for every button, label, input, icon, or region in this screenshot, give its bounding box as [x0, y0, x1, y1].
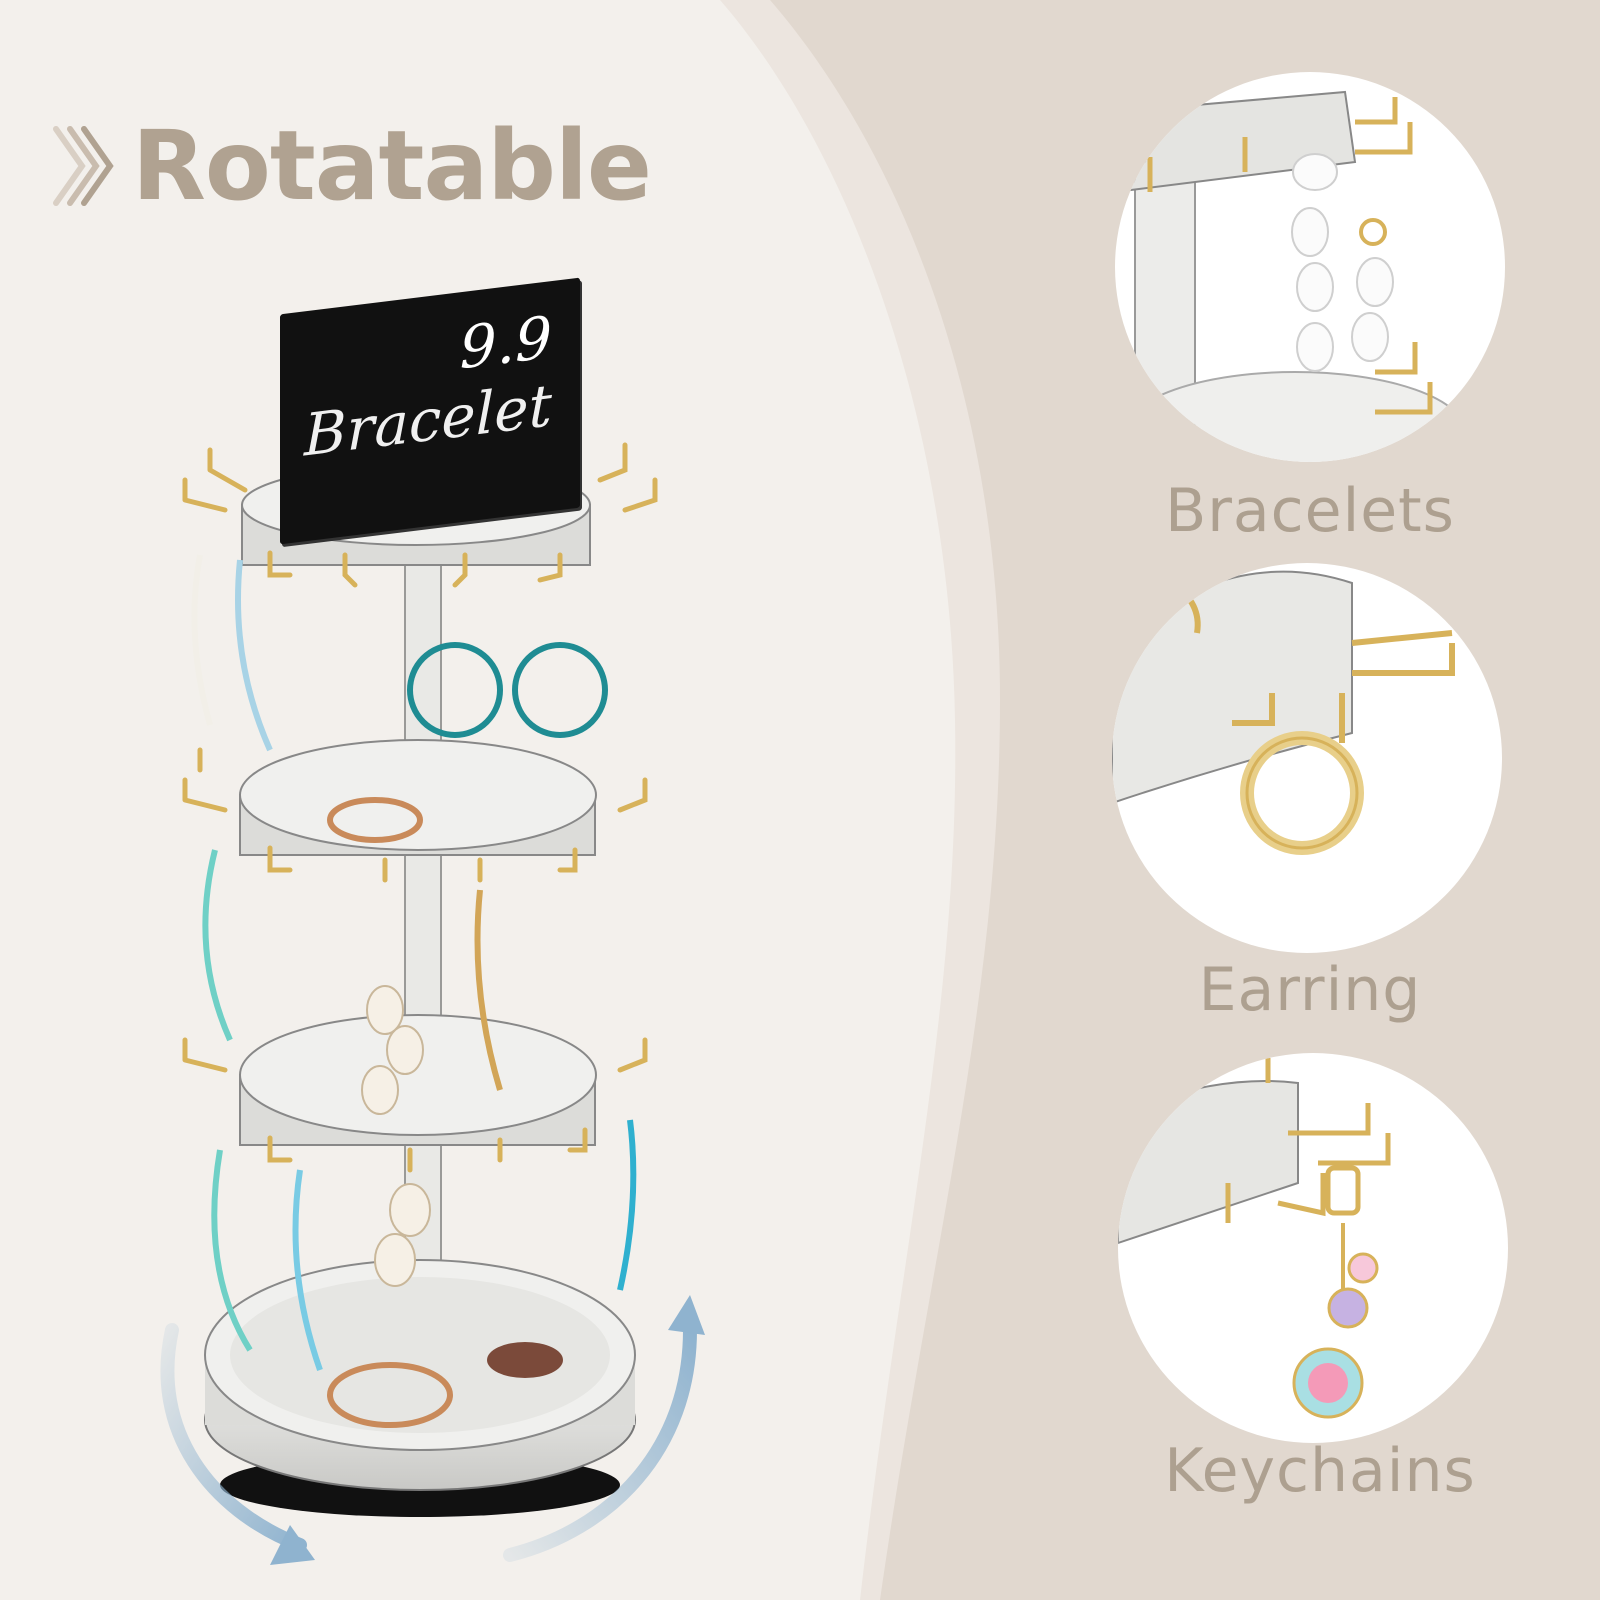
feature-image-bracelets — [1115, 72, 1505, 462]
feature-label-earring: Earring — [1198, 955, 1422, 1025]
headline: Rotatable — [52, 110, 652, 222]
feature-image-earring — [1112, 563, 1502, 953]
headline-title: Rotatable — [132, 110, 652, 222]
double-chevron-right-icon — [53, 126, 114, 206]
chalkboard-sign: 9.9 Bracelet — [280, 277, 580, 545]
feature-image-keychains — [1118, 1053, 1508, 1443]
feature-label-keychains: Keychains — [1164, 1436, 1476, 1506]
sign-word: Bracelet — [304, 371, 552, 470]
sign-price: 9.9 — [459, 303, 552, 383]
feature-label-bracelets: Bracelets — [1165, 476, 1455, 546]
